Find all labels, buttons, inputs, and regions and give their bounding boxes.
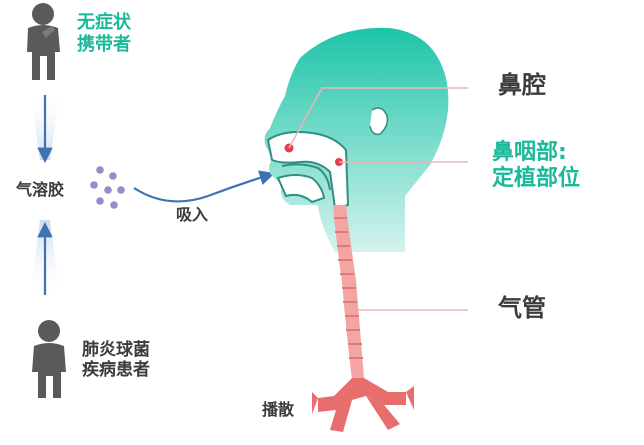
nasopharynx-label: 鼻咽部: 定植部位 (492, 140, 580, 193)
carrier-line-1: 无症状 (77, 12, 131, 33)
inhale-arrow (133, 170, 275, 203)
person-standing-icon (32, 320, 66, 398)
nasal-cavity-label: 鼻腔 (498, 71, 546, 99)
asymptomatic-carrier-label: 无症状 携带者 (77, 12, 131, 55)
patient-line-2: 疾病患者 (82, 360, 150, 381)
aerosol-label: 气溶胶 (16, 180, 65, 199)
patient-line-1: 肺炎球菌 (82, 340, 150, 360)
nasal-cavity-leader (288, 87, 468, 149)
nasopharynx-line-1: 鼻咽部: (492, 140, 567, 165)
nasopharynx-line-2: 定植部位 (492, 166, 581, 192)
trachea-rings (334, 217, 363, 359)
person-thinking-icon (27, 3, 60, 80)
ear-icon (369, 107, 389, 136)
inhale-label: 吸入 (176, 205, 209, 224)
bronchi (312, 378, 414, 432)
trachea-label: 气管 (498, 294, 546, 322)
aerosol-particles (90, 166, 125, 209)
pneumococcal-patient-label: 肺炎球菌 疾病患者 (82, 340, 150, 381)
trachea (333, 205, 364, 380)
carrier-line-2: 携带者 (77, 33, 131, 55)
spread-label: 播散 (262, 400, 295, 419)
